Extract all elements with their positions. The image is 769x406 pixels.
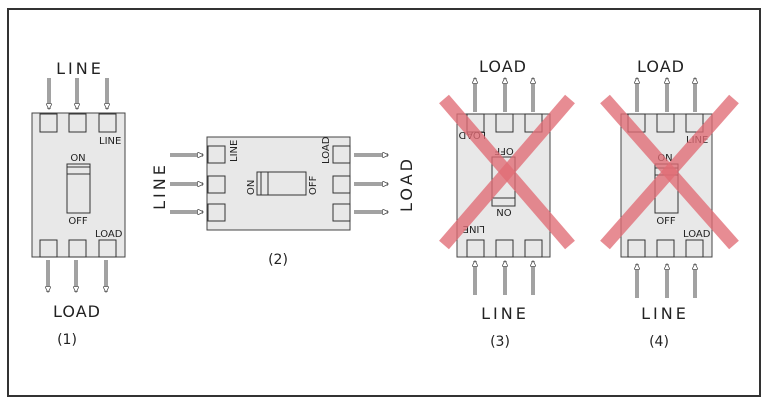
switch-off-label: OFF — [68, 216, 88, 227]
diagram-1-top-label: LINE — [56, 59, 104, 78]
figure-frame — [7, 8, 761, 397]
breaker-body — [31, 112, 126, 258]
terminal — [68, 113, 87, 133]
diagram-1-line-arrows — [49, 78, 107, 109]
terminal — [98, 239, 117, 258]
diagram-4-bottom-label: LINE — [641, 304, 689, 323]
terminal — [39, 113, 58, 133]
diagram-2: LINE LINE ON OFF LOAD LOAD — [150, 136, 416, 268]
switch-on-label: ON — [246, 180, 257, 195]
terminal — [207, 145, 226, 164]
diagram-3-top-label: LOAD — [479, 57, 527, 76]
terminal — [98, 113, 117, 133]
terminal-bottom-label: LOAD — [683, 229, 711, 240]
terminal — [332, 203, 351, 222]
diagram-1-load-arrows — [48, 260, 106, 292]
diagram-3-caption: (3) — [490, 334, 510, 350]
diagram-1-caption: (1) — [57, 332, 77, 348]
switch-off-label: OFF — [494, 145, 514, 156]
terminal — [524, 239, 543, 258]
diagram-1-bottom-label: LOAD — [53, 302, 101, 321]
terminal — [68, 239, 87, 258]
diagram-1: LINE LINE ON OFF LOAD LOAD — [31, 59, 126, 348]
terminal-right-label: LOAD — [321, 136, 332, 164]
diagram-4-load-arrows — [637, 78, 695, 112]
incorrect-cross-icon — [439, 94, 575, 250]
terminal — [39, 239, 58, 258]
switch-handle — [66, 163, 91, 214]
diagram-3-bottom-label: LINE — [481, 304, 529, 323]
diagram-2-right-label: LOAD — [397, 156, 416, 212]
diagram-3-line-arrows — [475, 261, 533, 295]
switch-toggle — [491, 197, 516, 207]
switch-handle — [256, 171, 307, 196]
switch-off-label: OFF — [656, 216, 676, 227]
switch-toggle — [260, 171, 269, 196]
diagram-3-load-arrows — [475, 78, 533, 112]
diagram-2-left-label: LINE — [150, 162, 169, 210]
diagram-2-load-arrows — [354, 155, 388, 212]
terminal — [495, 113, 514, 133]
switch-off-label: OFF — [308, 175, 319, 195]
diagram-2-line-arrows — [170, 155, 203, 212]
terminal-left-label: LINE — [229, 140, 240, 162]
switch-on-label: ON — [496, 206, 511, 217]
terminal — [332, 145, 351, 164]
terminal — [685, 113, 704, 133]
terminal-bottom-label: LOAD — [95, 229, 123, 240]
diagram-4-caption: (4) — [649, 334, 669, 350]
terminal — [685, 239, 704, 258]
diagram-4-top-label: LOAD — [637, 57, 685, 76]
diagram-4: LOAD LINE ON OFF LOAD LINE — [600, 57, 739, 350]
terminal-bottom-label: LINE — [463, 223, 485, 234]
incorrect-cross-icon — [600, 94, 739, 250]
switch-toggle — [66, 166, 91, 175]
switch-on-label: ON — [70, 153, 85, 164]
terminal — [466, 239, 485, 258]
terminal — [656, 113, 675, 133]
terminal — [627, 239, 646, 258]
diagram-4-line-arrows — [637, 264, 695, 298]
terminal — [207, 203, 226, 222]
diagram-2-caption: (2) — [268, 252, 288, 268]
terminal — [332, 175, 351, 194]
terminal — [495, 239, 514, 258]
terminal-top-label: LINE — [99, 136, 121, 147]
diagram-3: LOAD LOAD OFF ON LINE LINE — [439, 57, 575, 350]
terminal — [656, 239, 675, 258]
terminal — [207, 175, 226, 194]
